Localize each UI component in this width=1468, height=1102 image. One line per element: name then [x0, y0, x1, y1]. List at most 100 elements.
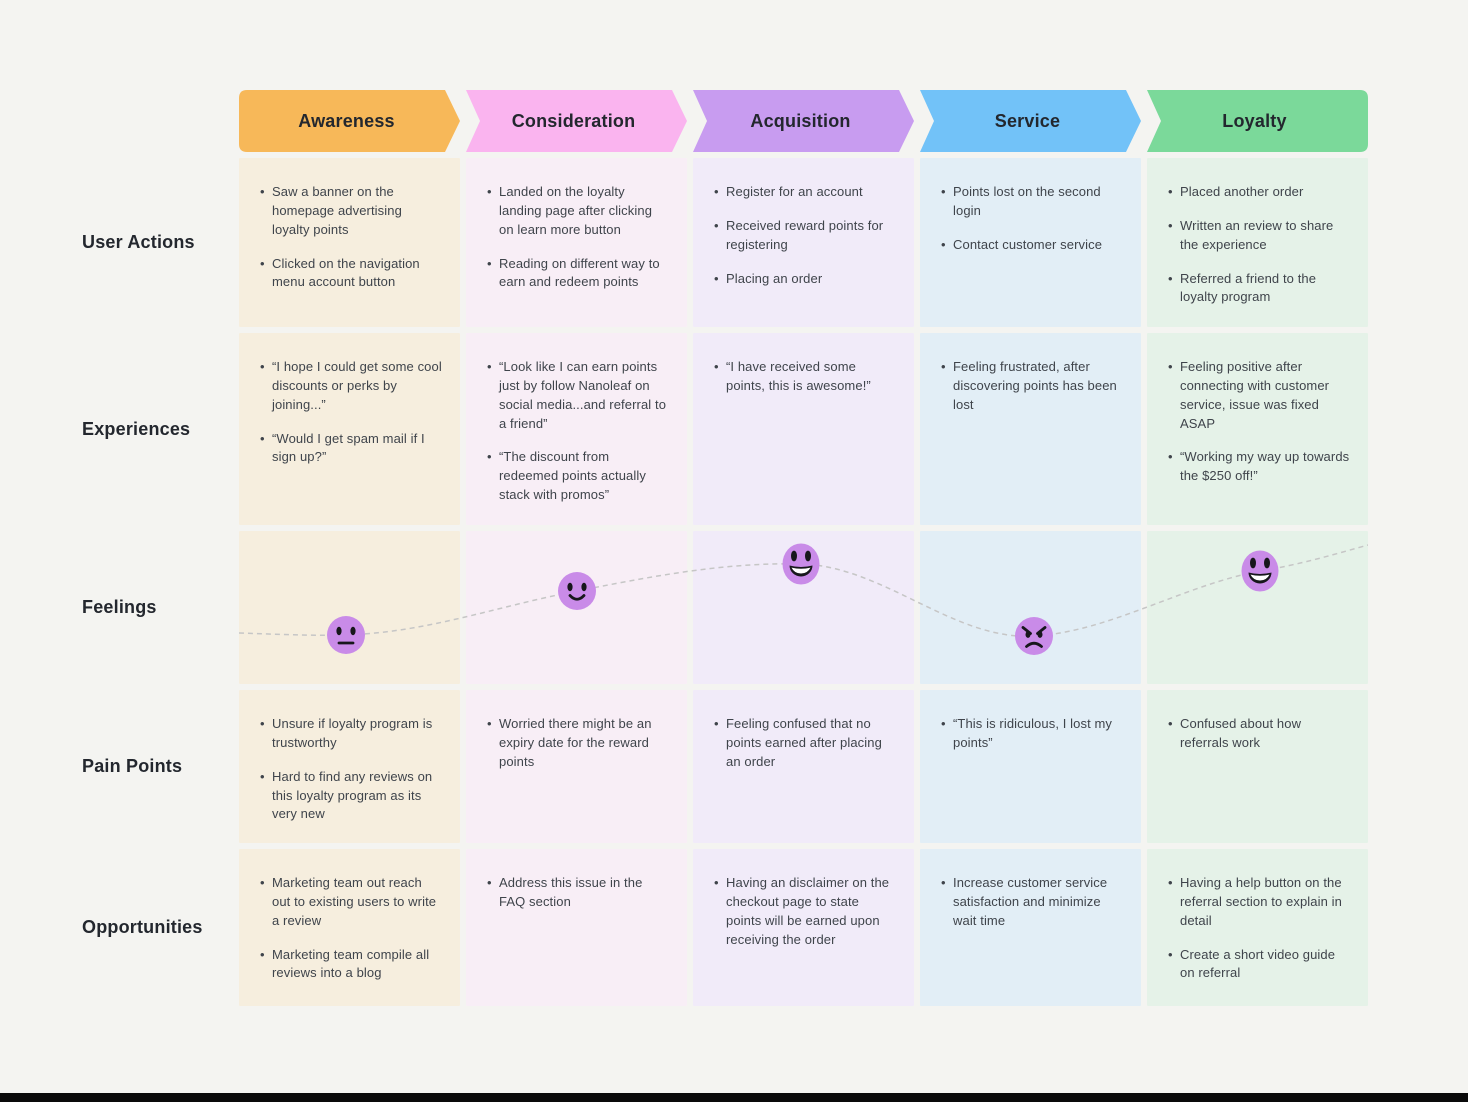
bullet-text: “This is ridiculous, I lost my points”: [953, 716, 1113, 750]
stage-header-awareness: Awareness: [239, 90, 460, 152]
cell-service-user-actions: • Points lost on the second login • Contact…: [920, 158, 1141, 327]
row-label-pain-points: Pain Points: [82, 756, 183, 776]
bullet-text: “I have received some points, this is aw…: [726, 359, 871, 393]
bullet-item: •Written an review to share the experien…: [1168, 217, 1350, 255]
bullet-item: •“The discount from redeemed points actu…: [487, 448, 669, 505]
bullet-item: • Hard to find any reviews on this loyalt…: [260, 768, 442, 825]
bullet-dot: •: [714, 875, 719, 890]
cell-awareness-experiences: • “I hope I could get some cool discounts…: [239, 333, 460, 525]
row-label-experiences: Experiences: [82, 418, 191, 439]
bullet-text: Register for an account: [726, 184, 863, 199]
bullet-text: Create a short video guide on referral: [1180, 946, 1336, 981]
bullet-dot: •: [260, 255, 265, 271]
bullet-text: Feeling confused that no points earned a…: [726, 716, 882, 769]
bullet-item: •Unsure if loyalty program is trustworth…: [260, 715, 442, 753]
bullet-item: • Confused about how referrals work: [1168, 715, 1350, 753]
bullet-item: • “I hope I could get some cool discounts…: [260, 358, 442, 415]
bullet-dot: •: [1168, 716, 1173, 731]
bullet-item: •Received reward points for registering: [714, 217, 896, 255]
bullet-text: “I hope I could get some cool discounts …: [272, 359, 442, 412]
bullet-item: •Clicked on the navigation menu account …: [260, 255, 442, 293]
bullet-text: “Would I get spam mail if I sign up?”: [272, 430, 425, 465]
bullet-text: Saw a banner on the homepage advertising…: [272, 184, 402, 237]
cell-service-experiences: • Feeling frustrated, after discovering p…: [920, 333, 1141, 525]
bullet-item: • “Would I get spam mail if I sign up?”: [260, 430, 442, 468]
cell-consideration-user-actions: • Landed on the loyalty landing page afte…: [466, 158, 687, 327]
cell-consideration-pain-points: •Worried there might be an expiry date f…: [466, 690, 687, 843]
cell-acquisition-opportunities: • Having an disclaimer on the checkout pa…: [693, 849, 914, 1006]
cell-loyalty-pain-points: • Confused about how referrals work: [1147, 690, 1368, 843]
bullet-text: Received reward points for registering: [726, 217, 884, 252]
bullet-text: Having an disclaimer on the checkout pag…: [726, 875, 890, 947]
bottom-edge-bar: [0, 1093, 1468, 1102]
bullet-dot: •: [260, 430, 265, 446]
stage-header-consideration: Consideration: [466, 90, 687, 152]
bullet-item: • Create a short video guide on referral: [1168, 946, 1350, 984]
bullet-text: “Look like I can earn points just by fol…: [499, 359, 667, 431]
bullet-text: Written an review to share the experienc…: [1180, 217, 1334, 252]
bullet-text: Hard to find any reviews on this loyalty…: [272, 768, 433, 822]
bullet-dot: •: [487, 449, 492, 465]
cell-service-pain-points: • “This is ridiculous, I lost my points”: [920, 690, 1141, 843]
bullet-item: •Saw a banner on the homepage advertisin…: [260, 183, 442, 240]
bullet-dot: •: [260, 359, 265, 374]
bullet-text: Reading on different way to earn and red…: [499, 255, 660, 290]
bullet-item: •Address this issue in the FAQ section: [487, 874, 669, 912]
bullet-item: •“I have received some points, this is a…: [714, 358, 896, 396]
bullet-item: •Placed another order: [1168, 183, 1350, 202]
bullet-item: •Increase customer service satisfaction …: [941, 874, 1123, 931]
bullet-dot: •: [487, 875, 492, 890]
bullet-dot: •: [941, 875, 946, 890]
stage-header-acquisition: Acquisition: [693, 90, 914, 152]
bullet-dot: •: [714, 270, 719, 286]
bullet-item: • Contact customer service: [941, 236, 1123, 255]
bullet-dot: •: [941, 359, 946, 374]
bullet-text: Confused about how referrals work: [1180, 716, 1302, 750]
bullet-text: Having a help button on the referral sec…: [1180, 875, 1342, 928]
bullet-dot: •: [260, 768, 265, 784]
cell-consideration-feelings: [466, 531, 687, 684]
bullet-dot: •: [260, 875, 265, 890]
stage-header-loyalty: Loyalty: [1147, 90, 1368, 152]
bullet-item: •Worried there might be an expiry date f…: [487, 715, 669, 772]
bullet-text: Landed on the loyalty landing page after…: [499, 184, 653, 237]
bullet-text: Contact customer service: [953, 236, 1103, 252]
bullet-item: •“Working my way up towards the $250 off…: [1168, 448, 1350, 486]
cell-acquisition-feelings: [693, 531, 914, 684]
bullet-dot: •: [714, 716, 719, 731]
bullet-dot: •: [260, 716, 265, 731]
bullet-item: • Feeling frustrated, after discovering p…: [941, 358, 1123, 415]
bullet-item: •Register for an account: [714, 183, 896, 202]
cell-awareness-user-actions: • Saw a banner on the homepage advertisin…: [239, 158, 460, 327]
bullet-dot: •: [941, 716, 946, 731]
bullet-dot: •: [487, 184, 492, 199]
bullet-item: •Reading on different way to earn and re…: [487, 255, 669, 293]
stage-header-label: Acquisition: [750, 110, 851, 131]
bullet-dot: •: [1168, 359, 1173, 374]
cell-service-opportunities: •Increase customer service satisfaction …: [920, 849, 1141, 1006]
cell-consideration-opportunities: •Address this issue in the FAQ section: [466, 849, 687, 1006]
bullet-text: Points lost on the second login: [953, 184, 1101, 218]
bullet-item: •Having a help button on the referral se…: [1168, 874, 1350, 931]
bullet-dot: •: [487, 716, 492, 731]
bullet-dot: •: [260, 946, 265, 962]
cell-service-feelings: [920, 531, 1141, 684]
bullet-text: Feeling frustrated, after discovering po…: [953, 359, 1117, 412]
stage-banner-arrow-shape: [239, 90, 460, 152]
bullet-item: • Placing an order: [714, 270, 896, 289]
stage-header-label: Service: [994, 110, 1061, 131]
cell-acquisition-user-actions: •Register for an account•Received reward…: [693, 158, 914, 327]
stage-banner-arrow-shape: [693, 90, 914, 152]
bullet-dot: •: [1168, 946, 1173, 962]
bullet-text: “Working my way up towards the $250 off!…: [1180, 449, 1350, 484]
bullet-item: • “This is ridiculous, I lost my points”: [941, 715, 1123, 753]
bullet-dot: •: [941, 236, 946, 252]
bullet-dot: •: [1168, 184, 1173, 199]
stage-banner-arrow-shape: [920, 90, 1141, 152]
bullet-text: Marketing team compile all reviews into …: [272, 946, 430, 981]
bullet-item: •Referred a friend to the loyalty progra…: [1168, 270, 1350, 308]
bullet-text: Placing an order: [726, 270, 823, 286]
bullet-dot: •: [941, 184, 946, 199]
